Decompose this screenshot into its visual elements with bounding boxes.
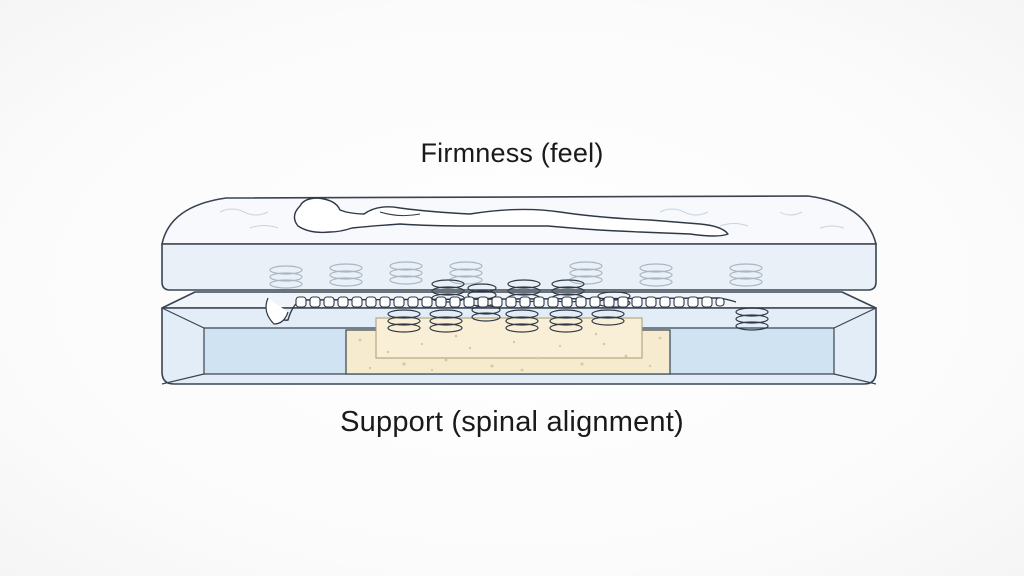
coil-springs: [269, 261, 769, 333]
firmness-label: Firmness (feel): [420, 138, 604, 168]
support-label: Support (spinal alignment): [340, 406, 684, 438]
human-figure: [293, 197, 729, 237]
spine: [265, 296, 737, 325]
